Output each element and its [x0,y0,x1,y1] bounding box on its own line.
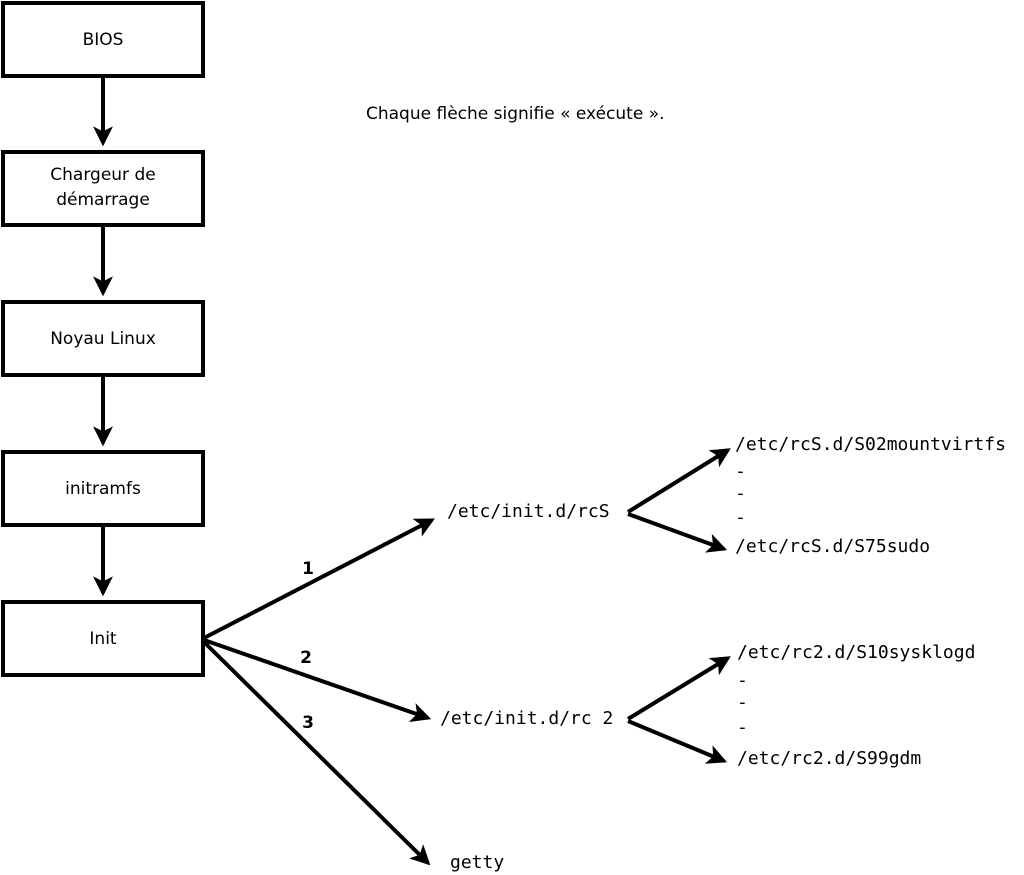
label-rcs-last-script: /etc/rcS.d/S75sudo [735,536,930,557]
arrow-init-branch-3 [202,640,431,866]
box-initramfs-rect [1,450,205,527]
rc2-ellipsis-dash-3: - [737,717,748,738]
label-getty: getty [450,852,504,873]
box-bios-rect [1,1,205,78]
box-bootloader: Chargeur de démarrage [1,150,205,227]
box-bootloader-rect [1,150,205,227]
branch-1-number: 1 [302,559,314,579]
box-init-rect [1,600,205,677]
branch-2-number: 2 [300,648,312,668]
rcs-ellipsis-dash-1: - [735,461,746,482]
arrow-rc2-to-first-script [626,656,731,721]
arrow-rc2-to-last-script [627,719,728,764]
box-bios-label: BIOS [83,30,124,50]
box-kernel-rect [1,300,205,377]
box-init: Init [1,600,205,677]
rc2-ellipsis-dash-2: - [737,692,748,713]
box-kernel-label: Noyau Linux [50,329,156,349]
arrow-rcs-to-first-script [626,448,731,514]
arrow-init-branch-2 [203,638,432,722]
label-rc2-last-script: /etc/rc2.d/S99gdm [737,748,921,769]
branch-3-number: 3 [302,713,314,733]
rcs-ellipsis-dash-2: - [735,483,746,504]
label-rcs-first-script: /etc/rcS.d/S02mountvirtfs [735,434,1006,455]
box-bios: BIOS [1,1,205,78]
diagram-caption: Chaque flèche signifie « exécute ». [366,104,665,124]
box-bootloader-label-line1: Chargeur de [50,165,155,185]
rc2-ellipsis-dash-1: - [737,670,748,691]
label-init-d-rcs: /etc/init.d/rcS [447,501,610,522]
box-initramfs-label: initramfs [65,479,141,499]
label-init-d-rc2: /etc/init.d/rc 2 [440,708,613,729]
box-bootloader-label-line2: démarrage [56,190,150,210]
arrow-init-branch-1 [203,518,435,640]
box-init-label: Init [89,629,117,649]
box-kernel: Noyau Linux [1,300,205,377]
arrow-rcs-to-last-script [627,512,728,553]
rcs-ellipsis-dash-3: - [735,507,746,528]
box-initramfs: initramfs [1,450,205,527]
label-rc2-first-script: /etc/rc2.d/S10sysklogd [737,642,975,663]
